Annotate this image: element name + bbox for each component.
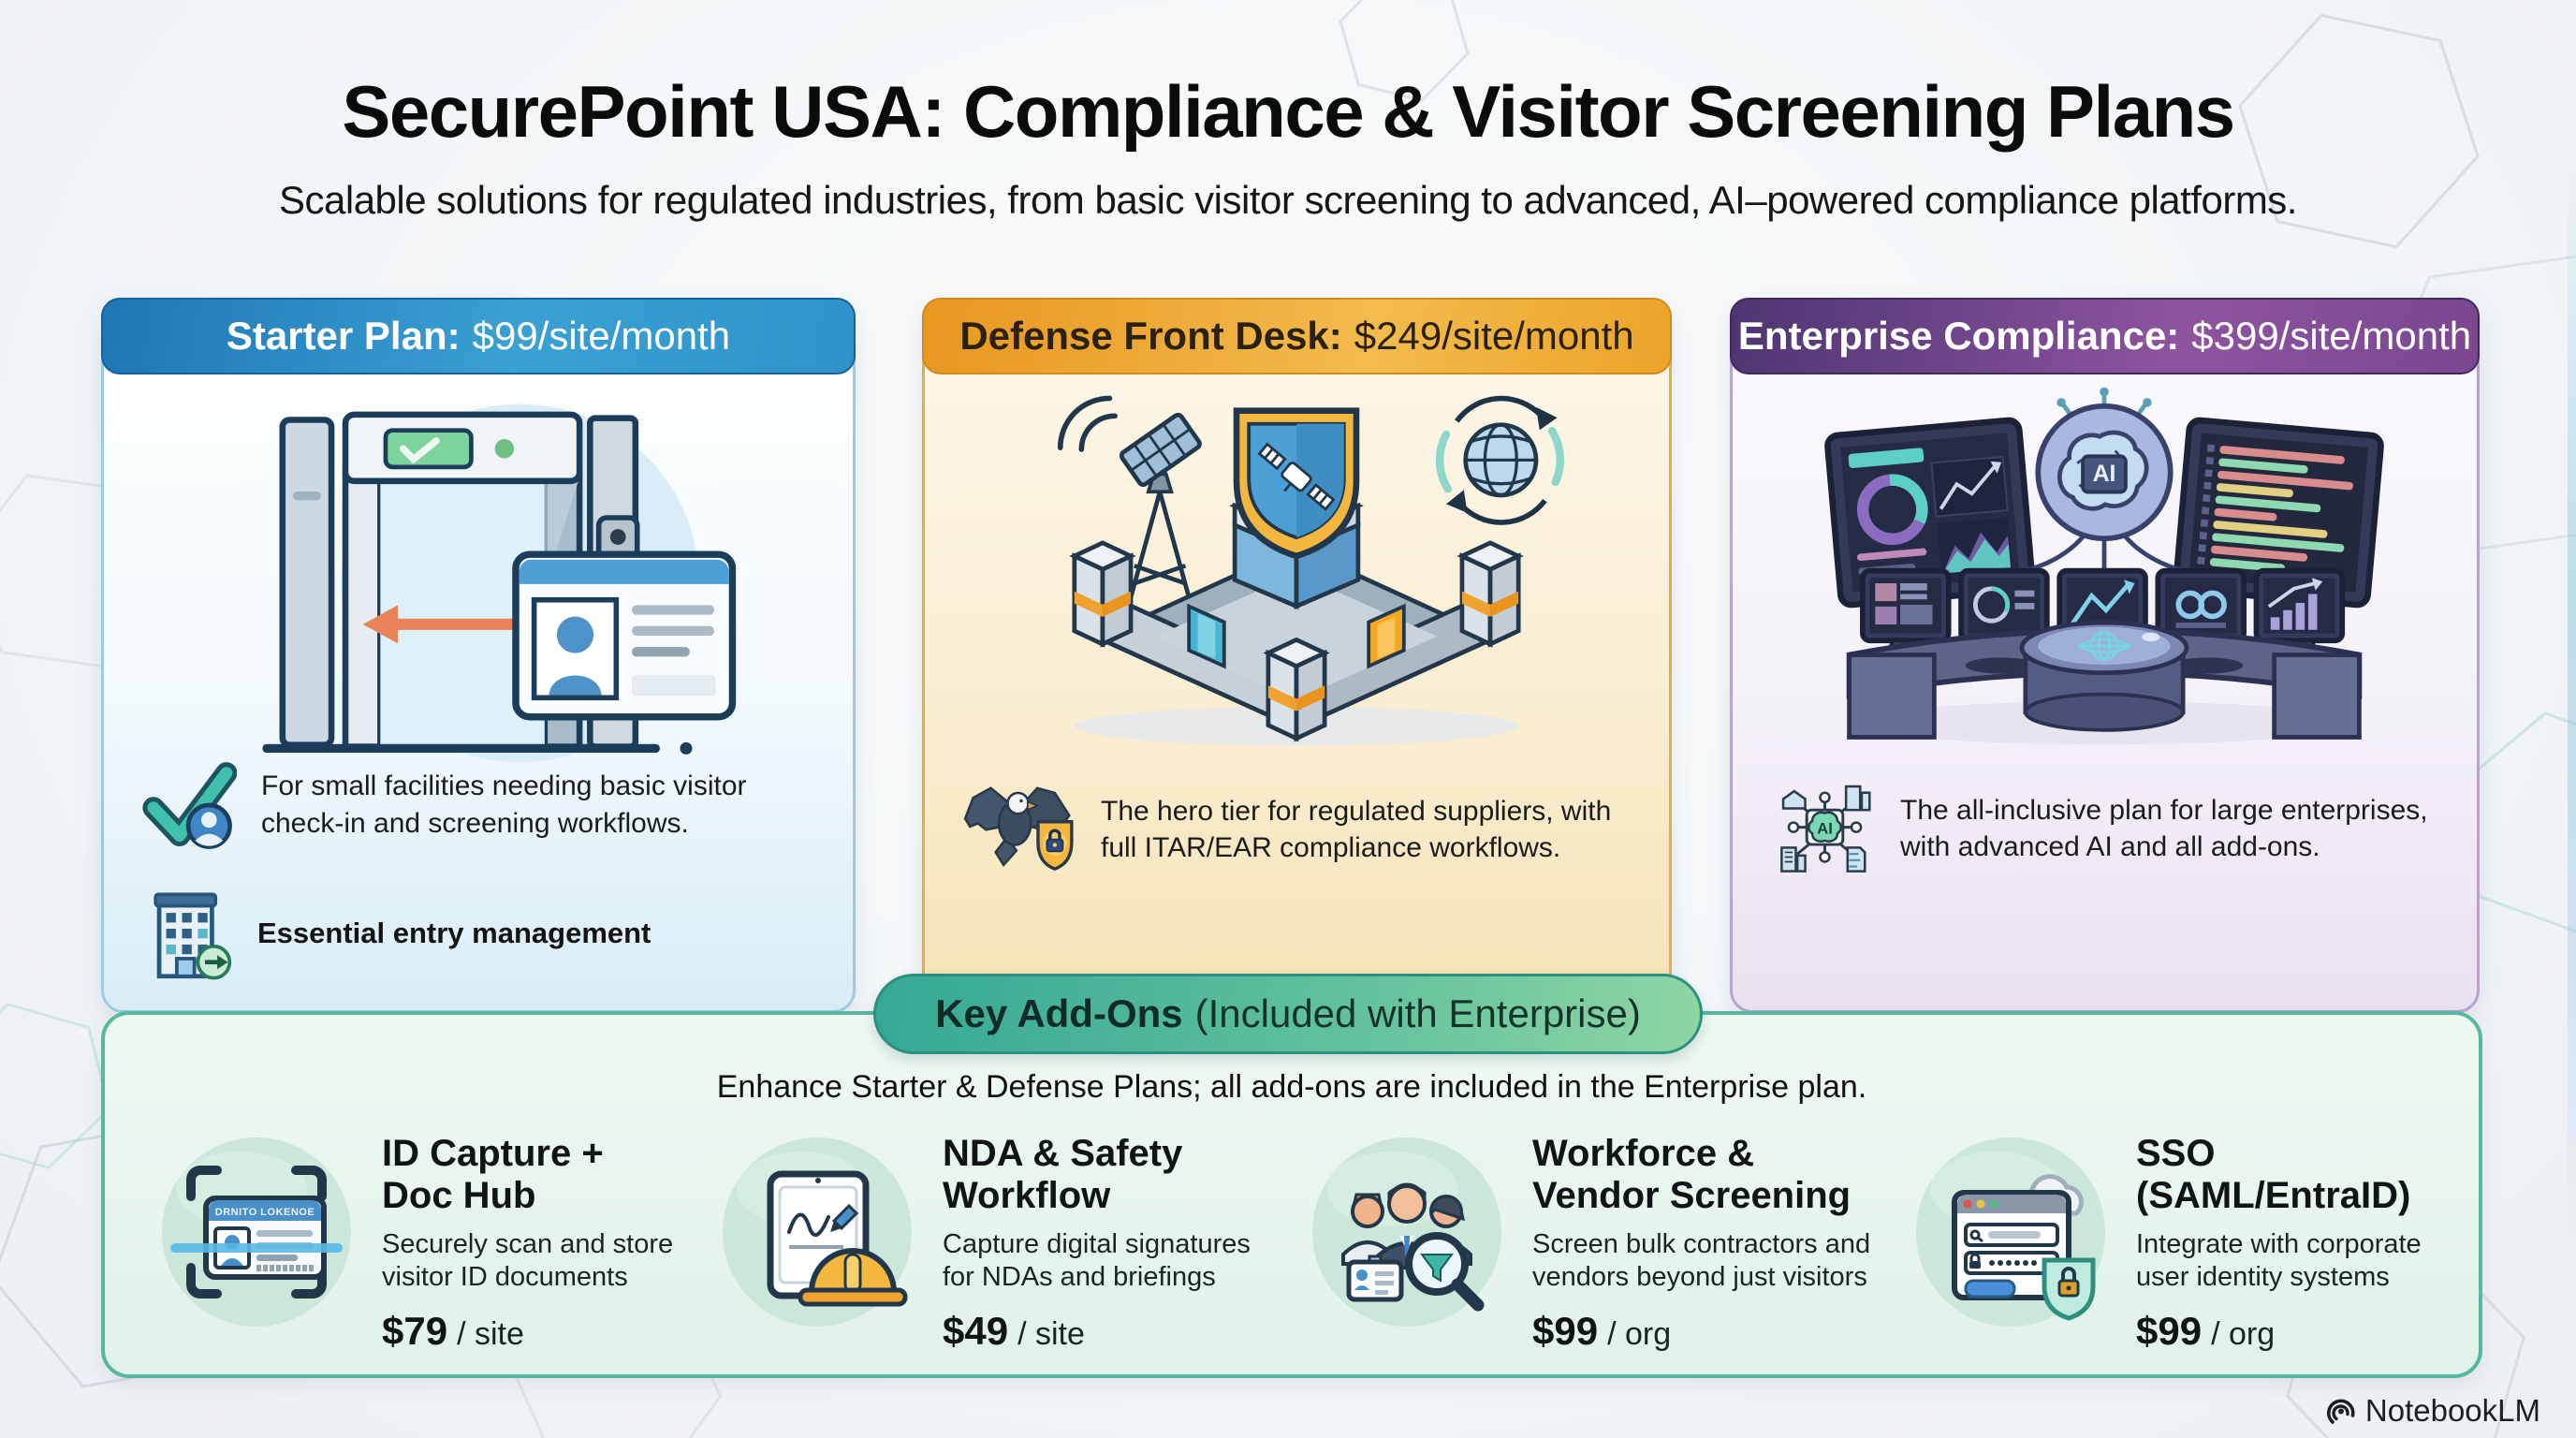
addon-text-block: Workforce & Vendor Screening Screen bulk… <box>1532 1133 1907 1354</box>
addon-price: $99 <box>2136 1308 2203 1353</box>
enterprise-plan-card: Enterprise Compliance: $399/site/month <box>1730 298 2480 1013</box>
fortress-illustration <box>1057 395 1564 746</box>
addon-title: Workforce & Vendor Screening <box>1532 1133 1852 1217</box>
addon-price-row: $49 / site <box>943 1309 1270 1354</box>
addon-id-capture: DRNITO LOKENOE ID Capture + Doc Hub <box>157 1133 700 1354</box>
page-subtitle: Scalable solutions for regulated industr… <box>279 178 2297 222</box>
addon-text-block: SSO (SAML/EntraID) Integrate with corpor… <box>2136 1133 2473 1354</box>
defense-description: The hero tier for regulated suppliers, w… <box>1101 795 1612 864</box>
addon-nda-workflow: NDA & Safety Workflow Capture digital si… <box>718 1133 1270 1354</box>
starter-plan-price: $99/site/month <box>472 314 731 358</box>
enterprise-description: The all-inclusive plan for large enterpr… <box>1900 794 2428 863</box>
defense-plan-name: Defense Front Desk: <box>959 314 1342 358</box>
addon-description: Screen bulk contractors and vendors beyo… <box>1532 1229 1871 1293</box>
starter-description-row: For small facilities needing basic visit… <box>141 757 825 853</box>
watermark: NotebookLM <box>2325 1393 2540 1429</box>
addon-price-unit: / org <box>2211 1315 2276 1352</box>
starter-plan-card: Starter Plan: $99/site/month <box>101 298 856 1013</box>
addon-description: Securely scan and store visitor ID docum… <box>382 1229 674 1293</box>
starter-plan-header: Starter Plan: $99/site/month <box>101 298 856 374</box>
starter-feature: Essential entry management <box>257 916 651 949</box>
enterprise-plan-price: $399/site/month <box>2191 314 2472 358</box>
building-entry-icon <box>154 892 232 980</box>
defense-plan-price: $249/site/month <box>1354 314 1634 358</box>
enterprise-plan-name: Enterprise Compliance: <box>1737 314 2180 358</box>
starter-description: For small facilities needing basic visit… <box>261 770 747 839</box>
sso-login-icon <box>1916 1137 2105 1327</box>
control-room-illustration: AI <box>1824 387 2384 745</box>
id-scan-icon: DRNITO LOKENOE <box>162 1137 351 1327</box>
addon-price: $49 <box>943 1308 1009 1353</box>
addon-text-block: ID Capture + Doc Hub Securely scan and s… <box>382 1133 700 1354</box>
addon-price-unit: / site <box>457 1315 524 1352</box>
addon-price: $79 <box>382 1308 448 1353</box>
addon-title: SSO (SAML/EntraID) <box>2136 1133 2411 1217</box>
addon-workforce-screening: Workforce & Vendor Screening Screen bulk… <box>1308 1133 1907 1354</box>
ai-network-icon: AI <box>1780 785 1871 873</box>
addon-description: Capture digital signatures for NDAs and … <box>943 1229 1251 1293</box>
eagle-shield-icon <box>963 786 1074 872</box>
defense-plan-card: Defense Front Desk: $249/site/month <box>922 298 1672 1015</box>
addons-heading-pill: Key Add-Ons (Included with Enterprise) <box>873 974 1703 1054</box>
addon-title: ID Capture + Doc Hub <box>382 1133 604 1217</box>
addon-price-row: $79 / site <box>382 1309 700 1354</box>
edge-accent-strip <box>2568 140 2576 1264</box>
addons-note: Enhance Starter & Defense Plans; all add… <box>716 1069 1867 1105</box>
metal-detector-illustration <box>262 404 737 763</box>
addon-text-block: NDA & Safety Workflow Capture digital si… <box>943 1133 1270 1354</box>
svg-text:AI: AI <box>1817 819 1833 837</box>
check-person-icon <box>142 762 237 849</box>
watermark-label: NotebookLM <box>2364 1393 2540 1428</box>
people-filter-icon <box>1312 1137 1501 1327</box>
svg-text:DRNITO LOKENOE: DRNITO LOKENOE <box>215 1207 315 1218</box>
addon-price-unit: / site <box>1017 1315 1085 1352</box>
addons-heading-bold: Key Add-Ons <box>935 991 1183 1035</box>
svg-text:AI: AI <box>2093 462 2116 487</box>
addon-price-row: $99 / org <box>2136 1309 2473 1354</box>
page-title: SecurePoint USA: Compliance & Visitor Sc… <box>342 70 2235 153</box>
addons-heading-rest: (Included with Enterprise) <box>1194 991 1641 1035</box>
notebooklm-icon <box>2326 1399 2355 1424</box>
addon-description: Integrate with corporate user identity s… <box>2136 1229 2422 1293</box>
addon-title: NDA & Safety Workflow <box>943 1133 1183 1217</box>
addons-panel: Enhance Starter & Defense Plans; all add… <box>101 1011 2482 1378</box>
enterprise-plan-header: Enterprise Compliance: $399/site/month <box>1730 298 2480 374</box>
enterprise-description-row: AI The all-inclusive plan for large ente… <box>1774 782 2448 876</box>
defense-plan-header: Defense Front Desk: $249/site/month <box>922 298 1672 374</box>
defense-description-row: The hero tier for regulated suppliers, w… <box>960 782 1644 878</box>
addon-price: $99 <box>1532 1308 1599 1353</box>
addon-price-row: $99 / org <box>1532 1309 1907 1354</box>
starter-plan-name: Starter Plan: <box>226 314 461 358</box>
starter-feature-row: Essential entry management <box>145 885 819 981</box>
addon-price-unit: / org <box>1607 1315 1672 1352</box>
nda-signature-icon <box>723 1137 912 1327</box>
addon-sso: SSO (SAML/EntraID) Integrate with corpor… <box>1911 1133 2473 1354</box>
